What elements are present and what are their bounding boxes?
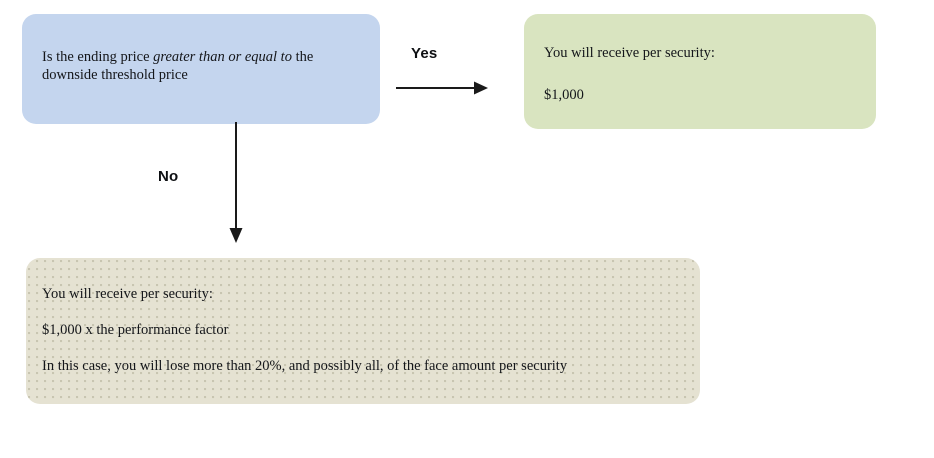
yes-outcome-node: You will receive per security: $1,000 xyxy=(524,14,876,129)
no-outcome-line-1: You will receive per security: xyxy=(42,286,213,302)
no-outcome-node: You will receive per security: $1,000 x … xyxy=(26,258,700,404)
yes-outcome-line-2: $1,000 xyxy=(544,87,584,103)
decision-text-part-1: Is the ending price xyxy=(42,49,154,65)
decision-text-emphasis: greater than or equal to xyxy=(153,49,292,65)
no-outcome-line-2: $1,000 x the performance factor xyxy=(42,322,229,338)
decision-node-text: Is the ending price greater than or equa… xyxy=(42,49,362,84)
yes-branch-arrow xyxy=(396,81,488,95)
no-outcome-line-3: In this case, you will lose more than 20… xyxy=(42,358,568,374)
no-branch-arrow xyxy=(229,122,243,243)
yes-branch-label: Yes xyxy=(411,45,438,62)
decision-text-part-2: the downside threshold price xyxy=(42,49,314,83)
yes-outcome-line-1: You will receive per security: xyxy=(544,45,715,61)
no-branch-label: No xyxy=(158,168,179,185)
decision-node: Is the ending price greater than or equa… xyxy=(22,14,380,124)
